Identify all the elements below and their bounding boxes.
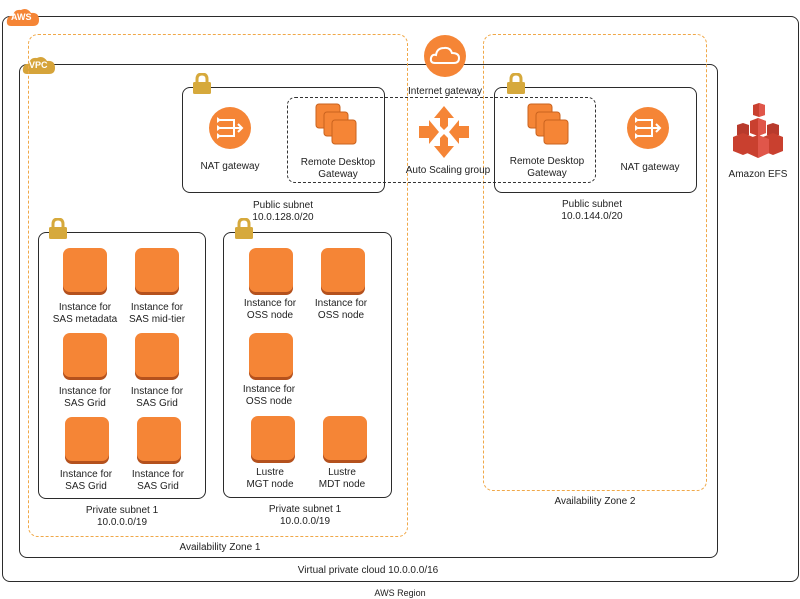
instance-label-line2: SAS metadata [52,314,118,325]
remote-desktop-gateway-icon [526,102,570,148]
instance-label-line2: SAS Grid [137,481,179,492]
aws-region-container [2,16,799,582]
instance-label-line1: Instance for [314,298,368,309]
instance-label-line2: MDT node [318,479,366,490]
instance-icon [249,248,293,292]
availability-zone-1-label: Availability Zone 1 [179,542,261,553]
public-subnet-2-cidr: 10.0.144.0/20 [561,211,623,222]
instance-icon [65,417,109,461]
vpc-container [19,64,718,558]
instance-label-line1: Instance for [58,302,112,313]
instance-label-line1: Lustre [328,467,356,478]
nat-gateway-icon [208,106,252,150]
private-subnet-sas [38,232,206,499]
instance-label-line2: OSS node [246,310,294,321]
rdg-1-label-line1: Remote Desktop [300,157,376,168]
remote-desktop-gateway-icon [314,102,358,148]
availability-zone-2 [483,34,707,491]
instance-label-line2: OSS node [245,396,293,407]
public-subnet-1 [182,87,385,193]
instance-icon [249,333,293,377]
instance-label-line2: OSS node [317,310,365,321]
amazon-efs-label: Amazon EFS [728,169,788,180]
instance-icon [135,333,179,377]
auto-scaling-group-container [287,97,596,183]
public-subnet-2 [494,87,697,193]
private-subnet-sas-cidr: 10.0.0.0/19 [96,517,148,528]
vpc-cloud-badge: VPC [22,54,56,76]
nat-gateway-2-label: NAT gateway [620,162,680,173]
private-subnet-sas-name: Private subnet 1 [85,505,159,516]
public-subnet-1-name: Public subnet [252,200,314,211]
aws-cloud-badge: AWS [6,6,40,28]
internet-gateway-label: Internet gateway [408,86,482,97]
instance-icon [135,248,179,292]
instance-label-line1: Instance for [130,302,184,313]
instance-icon [323,416,367,460]
instance-label-line1: Instance for [242,384,296,395]
lock-icon [506,73,526,95]
vpc-label: Virtual private cloud 10.0.0.0/16 [297,565,439,576]
private-subnet-lustre [223,232,392,498]
lock-icon [48,218,68,240]
instance-icon [251,416,295,460]
instance-label-line2: SAS Grid [64,398,106,409]
nat-gateway-icon [626,106,670,150]
instance-label-line2: MGT node [246,479,294,490]
instance-icon [63,333,107,377]
internet-gateway-icon [423,34,467,78]
aws-badge-text: AWS [11,12,32,22]
lock-icon [234,218,254,240]
private-subnet-lustre-cidr: 10.0.0.0/19 [279,516,331,527]
public-subnet-2-name: Public subnet [561,199,623,210]
instance-icon [63,248,107,292]
instance-icon [137,417,181,461]
public-subnet-1-cidr: 10.0.128.0/20 [252,212,314,223]
rdg-2-label-line1: Remote Desktop [509,156,585,167]
instance-label-line1: Lustre [256,467,284,478]
rdg-1-label-line2: Gateway [318,169,358,180]
instance-label-line2: SAS Grid [65,481,107,492]
instance-label-line1: Instance for [59,469,113,480]
lock-icon [192,73,212,95]
auto-scaling-label: Auto Scaling group [405,165,491,176]
instance-label-line1: Instance for [131,469,185,480]
rdg-2-label-line2: Gateway [527,168,567,179]
instance-icon [321,248,365,292]
instance-label-line1: Instance for [58,386,112,397]
availability-zone-1 [28,34,408,537]
instance-label-line1: Instance for [130,386,184,397]
instance-label-line2: SAS Grid [136,398,178,409]
amazon-efs-icon [733,103,783,159]
instance-label-line1: Instance for [243,298,297,309]
private-subnet-lustre-name: Private subnet 1 [268,504,342,515]
auto-scaling-icon [419,106,469,158]
availability-zone-2-label: Availability Zone 2 [554,496,636,507]
vpc-badge-text: VPC [29,60,48,70]
instance-label-line2: SAS mid-tier [128,314,186,325]
aws-region-label: AWS Region [374,588,426,598]
nat-gateway-1-label: NAT gateway [200,161,260,172]
